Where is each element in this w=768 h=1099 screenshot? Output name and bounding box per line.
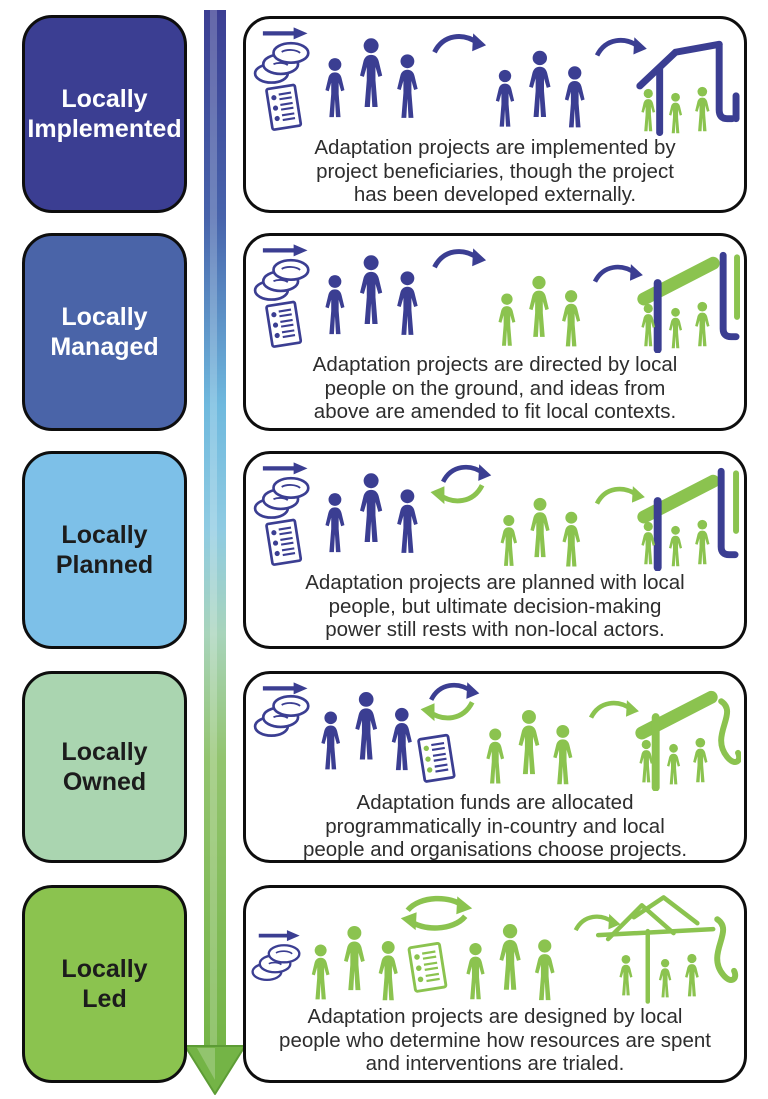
stage-illustration [253,241,741,353]
stage-box-locally-managed: Locally Managed [22,233,187,431]
stage-box-locally-owned: Locally Owned [22,671,187,863]
stage-box-locally-planned: Locally Planned [22,451,187,649]
local-people-group-icon [639,737,708,785]
stage-panel-locally-implemented: Adaptation projects are implemented by p… [243,16,747,213]
stage-description: Adaptation funds are allocated programma… [302,791,688,862]
funds-flow-arrow-icon [263,462,308,474]
coins-icon [253,41,310,84]
checklist-icon [264,518,303,567]
rope-icon [718,698,741,765]
coins-icon [253,476,310,519]
stage-illustration [251,893,739,1004]
local-people-group-icon [641,301,710,349]
exchange-arrows-icon [431,464,492,504]
funds-flow-arrow-icon [263,682,308,694]
external-actors-group-icon [321,692,412,770]
coins-icon [251,944,301,982]
exchange-arrows-icon [421,682,480,721]
stage-label: Locally Managed [50,303,159,361]
local-people-group-icon [498,276,580,347]
funds-flow-arrow-icon [263,244,308,256]
coins-icon [253,258,310,301]
external-actors-group-icon [325,38,417,118]
stage-box-locally-led: Locally Led [22,885,187,1083]
stage-illustration [253,679,741,791]
local-people-group-icon [486,710,572,784]
transfer-arrow-icon [595,264,643,282]
coins-icon [253,694,310,737]
transfer-arrow-icon [597,486,645,504]
project-shelter-icon [636,40,740,136]
transfer-arrow-icon [434,248,486,267]
transfer-arrow-icon [576,914,621,930]
stage-panel-locally-managed: Adaptation projects are directed by loca… [243,233,747,431]
intermediary-group-icon [496,51,585,128]
local-people-group-icon [619,953,699,998]
local-people-group-icon [466,924,554,1000]
spectrum-arrow [184,10,246,1095]
stage-label: Locally Implemented [27,85,182,143]
local-people-group-icon [501,498,581,567]
external-actors-group-icon [325,473,417,553]
stage-description: Adaptation projects are implemented by p… [314,136,676,207]
cycle-arrows-icon [401,896,472,930]
local-people-group-icon [312,926,398,1000]
project-shelter-icon [635,690,718,791]
checklist-icon [264,300,303,349]
external-actors-group-icon [325,255,417,335]
local-people-group-icon [641,519,710,567]
stage-panel-locally-led: Adaptation projects are designed by loca… [243,885,747,1083]
stage-illustration [253,459,740,571]
project-shelter-icon [637,474,720,571]
stage-label: Locally Owned [61,738,148,796]
stage-description: Adaptation projects are directed by loca… [312,353,678,424]
transfer-arrow-icon [597,37,647,55]
checklist-icon [264,83,303,132]
stage-box-locally-implemented: Locally Implemented [22,15,187,213]
rope-icon [714,916,739,983]
stage-panel-locally-planned: Adaptation projects are planned with loc… [243,451,747,649]
stage-description: Adaptation projects are designed by loca… [279,1005,711,1076]
stage-label: Locally Planned [55,521,154,579]
house-sketch-icon [595,895,716,1004]
checklist-icon [407,941,448,994]
project-shelter-icon [637,256,720,353]
stage-label: Locally Led [61,955,148,1013]
stage-panel-locally-owned: Adaptation funds are allocated programma… [243,671,747,863]
local-people-group-icon [641,86,710,134]
funding-pipe-icon [719,251,741,341]
stage-illustration [253,24,740,136]
transfer-arrow-icon [591,700,639,718]
stage-description: Adaptation projects are planned with loc… [305,571,685,642]
funding-pipe-icon [717,467,740,559]
funds-flow-arrow-icon [256,929,301,943]
transfer-arrow-icon [434,33,486,52]
funds-flow-arrow-icon [263,27,308,39]
checklist-icon [416,733,456,784]
